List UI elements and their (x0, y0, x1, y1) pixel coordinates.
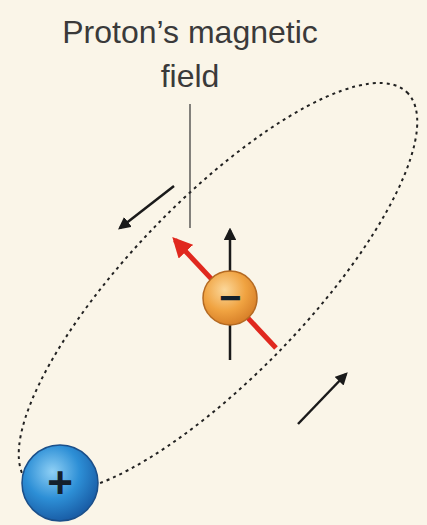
callout-label: Proton’s magnetic field (55, 10, 325, 98)
orbit-direction-arrow (298, 374, 346, 424)
electron-circle: − (201, 269, 259, 327)
charge-sign: + (20, 443, 100, 523)
orbit-direction-arrow (120, 186, 174, 228)
proton-circle: + (20, 443, 100, 523)
charge-sign: − (201, 269, 259, 327)
orbit-path (0, 31, 427, 525)
leader-line (189, 104, 190, 228)
magnetic-field-arrow (175, 240, 276, 348)
